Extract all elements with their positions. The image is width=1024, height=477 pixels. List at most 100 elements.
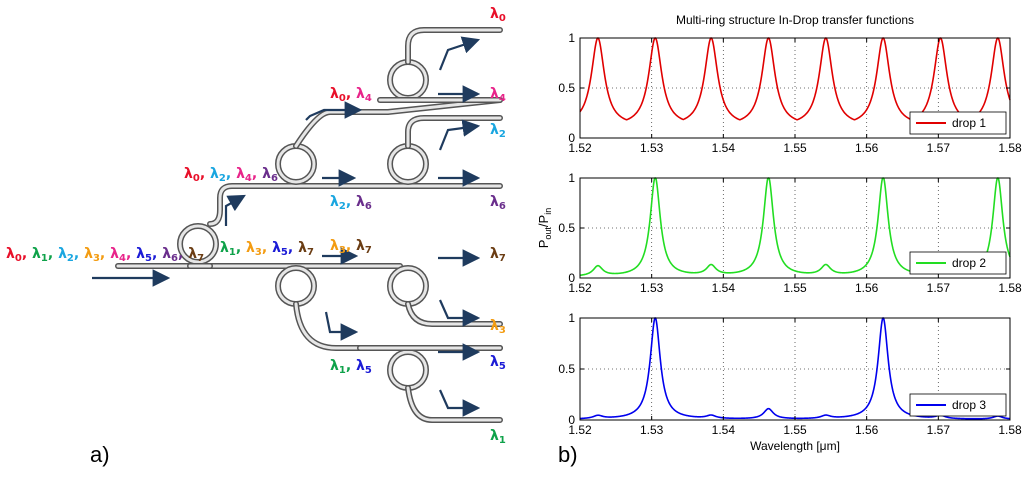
xtick-label: 1.54 <box>712 423 736 437</box>
out-l0-outer <box>405 27 503 65</box>
lambda-sub-3: 3 <box>499 325 506 336</box>
lambda-sep: , <box>346 86 356 102</box>
ring-stage2b-inner <box>276 266 316 306</box>
label-output-4: λ4 <box>490 86 506 104</box>
xtick-label: 1.56 <box>855 141 879 155</box>
arrow-out-l0 <box>438 36 481 71</box>
xtick-label: 1.56 <box>855 281 879 295</box>
ytick-label: 1 <box>568 171 575 185</box>
xtick-label: 1.57 <box>927 141 951 155</box>
lambda-sub-0: 0 <box>499 13 506 24</box>
ring-3d-inner <box>388 350 428 390</box>
xtick-label: 1.58 <box>998 141 1022 155</box>
arrow-s2a-drop <box>305 101 363 121</box>
ytick-label: 0 <box>568 413 575 427</box>
label-output-0: λ0 <box>490 6 506 24</box>
lambda-2: λ <box>490 122 499 138</box>
lambda-sub-7: 7 <box>365 245 372 256</box>
lambda-sep: , <box>346 238 356 254</box>
lambda-sep: , <box>288 240 298 256</box>
legend-box <box>909 393 1007 417</box>
lambda-sub-6: 6 <box>171 253 178 264</box>
ytick-label: 0 <box>568 271 575 285</box>
xtick-label: 1.52 <box>568 281 592 295</box>
ring-stage2a-inner <box>276 144 316 184</box>
xtick-label: 1.52 <box>568 423 592 437</box>
xtick-label: 1.55 <box>783 423 807 437</box>
arrow-out-l3 <box>438 299 481 327</box>
lambda-4: λ <box>110 246 119 262</box>
lambda-7: λ <box>356 238 365 254</box>
ring-3a-inner <box>388 60 428 100</box>
label-stage1-drop: λ0, λ2, λ4, λ6 <box>184 166 278 184</box>
lambda-6: λ <box>356 194 365 210</box>
lambda-sub-2: 2 <box>499 129 506 140</box>
ytick-label: 1 <box>568 31 575 45</box>
legend-label: drop 1 <box>952 116 986 130</box>
lambda-sub-2: 2 <box>67 253 74 264</box>
lambda-sub-3: 3 <box>255 247 262 258</box>
lambda-6: λ <box>490 194 499 210</box>
xtick-label: 1.53 <box>640 141 664 155</box>
lambda-sub-4: 4 <box>365 93 372 104</box>
lambda-sep: , <box>346 194 356 210</box>
lambda-sep: , <box>200 166 210 182</box>
lambda-0: λ <box>184 166 193 182</box>
lambda-sub-4: 4 <box>119 253 126 264</box>
xtick-label: 1.58 <box>998 423 1022 437</box>
lambda-sep: , <box>346 358 356 374</box>
label-input: λ0, λ1, λ2, λ3, λ4, λ5, λ6, λ7 <box>6 246 204 264</box>
xtick-label: 1.53 <box>640 423 664 437</box>
xtick-label: 1.56 <box>855 423 879 437</box>
lambda-5: λ <box>272 240 281 256</box>
lambda-6: λ <box>262 166 271 182</box>
lambda-sub-1: 1 <box>41 253 48 264</box>
lambda-4: λ <box>236 166 245 182</box>
label-stage2b-drop: λ1, λ5 <box>330 358 372 376</box>
arrow-out-l2 <box>438 119 481 151</box>
out-l0-inner <box>406 28 502 64</box>
lambda-sep: , <box>100 246 110 262</box>
lambda-0: λ <box>6 246 15 262</box>
transfer-function-charts: Multi-ring structure In-Drop transfer fu… <box>520 0 1024 472</box>
label-output-3: λ3 <box>490 318 506 336</box>
lambda-sub-6: 6 <box>365 201 372 212</box>
legend-box <box>909 111 1007 135</box>
charts-svg: Multi-ring structure In-Drop transfer fu… <box>536 13 1022 453</box>
lambda-sub-3: 3 <box>339 245 346 256</box>
lambda-7: λ <box>490 246 499 262</box>
xtick-label: 1.57 <box>927 281 951 295</box>
lambda-0: λ <box>330 86 339 102</box>
ylabel-sub-out: out <box>543 227 553 240</box>
legend-box <box>909 251 1007 275</box>
lambda-sub-5: 5 <box>281 247 288 258</box>
xtick-label: 1.58 <box>998 281 1022 295</box>
lambda-1: λ <box>490 428 499 444</box>
lambda-sub-6: 6 <box>499 201 506 212</box>
lambda-sep: , <box>22 246 32 262</box>
ring-3c-inner <box>388 266 428 306</box>
label-output-7: λ7 <box>490 246 506 264</box>
xtick-label: 1.54 <box>712 141 736 155</box>
label-output-1: λ1 <box>490 428 506 446</box>
x-axis-label: Wavelength [μm] <box>750 439 840 453</box>
chart-title: Multi-ring structure In-Drop transfer fu… <box>676 13 914 27</box>
ytick-label: 0.5 <box>558 221 575 235</box>
lambda-sub-1: 1 <box>339 365 346 376</box>
legend-label: drop 2 <box>952 256 986 270</box>
label-stage2a-through: λ2, λ6 <box>330 194 372 212</box>
lambda-1: λ <box>330 358 339 374</box>
lambda-3: λ <box>330 238 339 254</box>
lambda-sub-6: 6 <box>271 173 278 184</box>
lambda-1: λ <box>220 240 229 256</box>
out-l2-outer <box>405 115 503 149</box>
lambda-sub-0: 0 <box>193 173 200 184</box>
lambda-2: λ <box>330 194 339 210</box>
xtick-label: 1.57 <box>927 423 951 437</box>
ylabel-sub-in: in <box>543 208 553 215</box>
xtick-label: 1.55 <box>783 141 807 155</box>
lambda-sep: , <box>126 246 136 262</box>
